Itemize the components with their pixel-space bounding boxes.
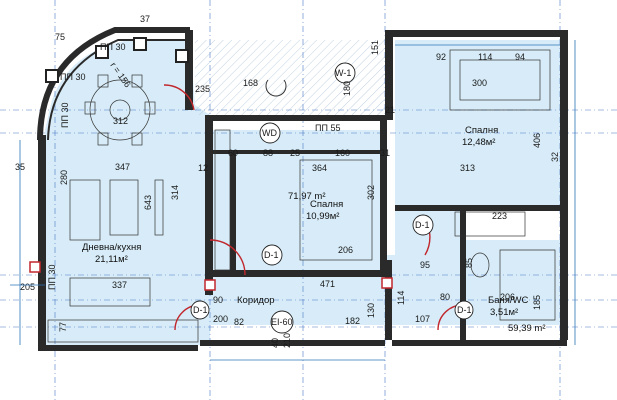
walls	[37, 27, 568, 351]
room-bath-area: 3,51м²	[490, 307, 518, 318]
dim-200: 200	[213, 314, 228, 324]
dim-94: 94	[515, 52, 525, 62]
tag-ei60: EI-60	[271, 317, 293, 327]
dim-82: 82	[234, 317, 244, 327]
room-bedroom2-area: 10,99м²	[306, 211, 339, 222]
room-living-area: 21,11м²	[95, 254, 128, 265]
dim-95: 95	[420, 260, 430, 270]
room-bedroom2-name: Спалня	[310, 199, 343, 210]
dim-406: 406	[532, 133, 542, 148]
dim-107: 107	[415, 314, 430, 324]
tag-d1-b: D-1	[415, 220, 430, 230]
dim-151: 151	[370, 40, 380, 55]
room-bath-name: Баня/WC	[488, 295, 529, 306]
room-fills	[45, 40, 560, 345]
dim-92: 92	[436, 52, 446, 62]
tag-d1-a: D-1	[264, 250, 279, 260]
dim-205: 205	[20, 282, 35, 292]
dim-302: 302	[366, 185, 376, 200]
dim-235: 235	[195, 84, 210, 94]
label-pp30-d: ПП 30	[47, 265, 57, 290]
label-pp55: ПП 55	[315, 123, 340, 133]
dim-312: 312	[113, 116, 128, 126]
dim-160: 160	[335, 148, 350, 158]
dim-168: 168	[243, 78, 258, 88]
dim-32: 32	[550, 152, 560, 162]
dim-31: 31	[380, 148, 390, 158]
dim-300: 300	[472, 78, 487, 88]
room-corridor-name: Коридор	[237, 295, 275, 306]
dim-40: 40	[270, 338, 280, 348]
room-bedroom1-name: Спалня	[465, 125, 498, 136]
label-pp30-a: ПП 30	[100, 42, 125, 52]
dim-85: 85	[464, 258, 474, 268]
dim-114b: 114	[396, 291, 406, 305]
room-bedroom1-area: 12,48м²	[462, 137, 495, 148]
dim-21: 21	[385, 105, 395, 115]
tags: WD W-1 D-1 D-1 EI-60 D-1 D-1	[190, 62, 474, 334]
dim-180: 180	[342, 81, 352, 96]
tag-d1-c: D-1	[457, 305, 472, 315]
dim-347: 347	[115, 162, 130, 172]
dim-314: 314	[170, 185, 180, 200]
total-gross-area: 59,39 m²	[508, 323, 546, 334]
room-living-name: Дневна/кухня	[82, 242, 141, 253]
dim-60: 60	[228, 148, 238, 158]
dim-364: 364	[312, 163, 327, 173]
dim-337: 337	[112, 280, 127, 290]
dim-130: 130	[366, 303, 376, 318]
dim-206: 206	[338, 245, 353, 255]
dim-313: 313	[460, 163, 475, 173]
dim-75: 75	[55, 32, 65, 42]
dim-12: 12	[198, 163, 208, 173]
dim-280: 280	[59, 170, 69, 185]
dim-185: 185	[532, 295, 542, 310]
dim-223: 223	[492, 211, 507, 221]
dim-77: 77	[58, 322, 68, 332]
tag-wd: WD	[262, 128, 277, 138]
dim-80: 80	[440, 292, 450, 302]
dim-182: 182	[345, 316, 360, 326]
doors	[163, 84, 466, 331]
label-pp30-c: ПП 30	[60, 103, 70, 128]
dim-114: 114	[478, 52, 492, 62]
label-pp30-b: ПП 30	[60, 72, 85, 82]
tag-d1-d: D-1	[193, 305, 208, 315]
dim-206b: 206	[500, 292, 515, 302]
dim-471: 471	[320, 279, 335, 289]
dim-643: 643	[143, 195, 153, 210]
tag-w1: W-1	[335, 68, 351, 78]
dim-210: 210	[282, 333, 292, 348]
window-markers	[29, 37, 393, 291]
dimension-lines	[10, 40, 576, 361]
furniture	[47, 49, 556, 343]
dim-25: 25	[290, 148, 300, 158]
dim-90: 90	[213, 295, 223, 305]
total-net-area: 71,97 m²	[288, 191, 326, 202]
dim-37: 37	[140, 14, 150, 24]
dim-88: 88	[263, 148, 273, 158]
